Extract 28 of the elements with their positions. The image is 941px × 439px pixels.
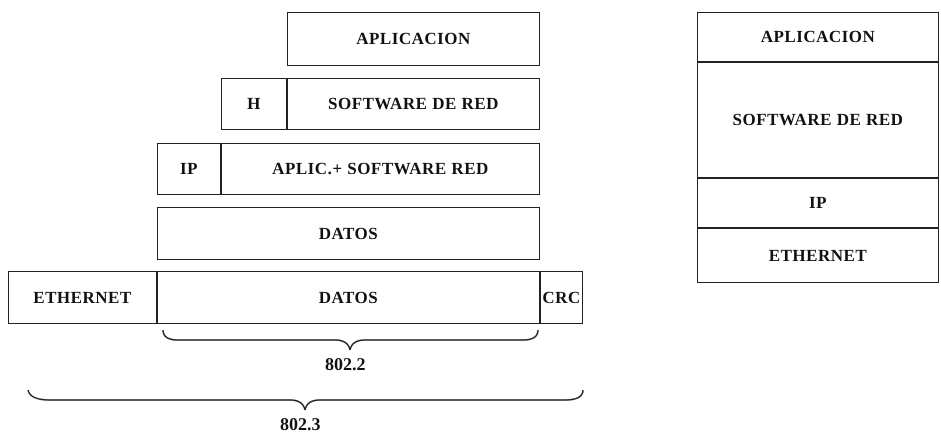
layer-box <box>287 78 540 130</box>
layer-label: CRC <box>542 288 581 308</box>
layer-box <box>697 62 939 178</box>
layer-label: DATOS <box>318 288 378 308</box>
layer-label: APLICACION <box>356 29 471 49</box>
layer-label: APLICACION <box>760 27 876 47</box>
header-box <box>157 143 221 195</box>
payload-box <box>157 271 540 324</box>
layer-box <box>287 12 540 66</box>
layer-label: DATOS <box>318 224 378 244</box>
layer-label: SOFTWARE DE RED <box>732 110 904 130</box>
layer-box <box>697 12 939 62</box>
header-box <box>8 271 157 324</box>
layer-box <box>697 228 939 283</box>
layer-box <box>697 178 939 228</box>
layer-label: SOFTWARE DE RED <box>328 94 499 114</box>
layer-label: APLIC.+ SOFTWARE RED <box>272 159 489 179</box>
trailer-box <box>540 271 583 324</box>
header-box <box>221 78 287 130</box>
layer-label: IP <box>809 193 827 213</box>
standard-label: 802.2 <box>325 354 366 375</box>
payload-box <box>157 207 540 260</box>
layer-label: ETHERNET <box>768 246 868 266</box>
standard-label: 802.3 <box>280 414 320 435</box>
payload-box <box>221 143 540 195</box>
layer-label: ETHERNET <box>33 288 132 308</box>
layer-label: H <box>247 94 261 114</box>
layer-label: IP <box>180 159 198 179</box>
